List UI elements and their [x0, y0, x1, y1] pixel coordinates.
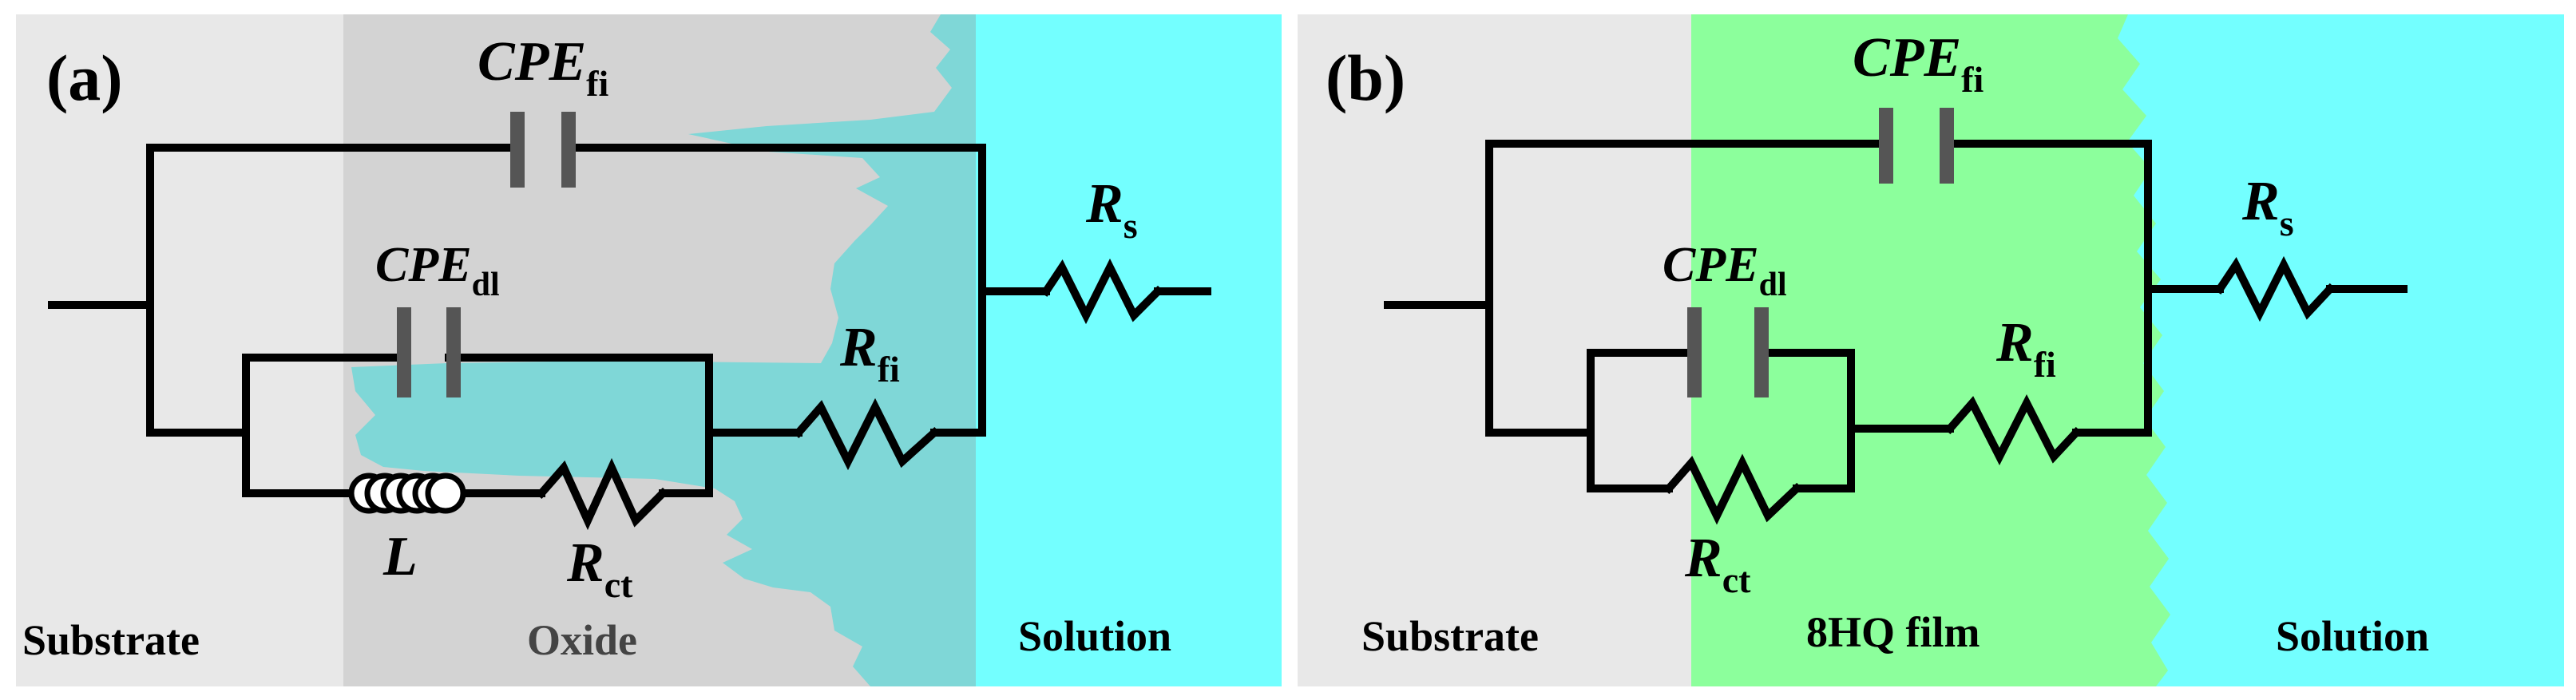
l-label: L [382, 526, 418, 587]
film-region [1691, 14, 2170, 686]
panel-a: (a) CPEfi CPEdl Rs Rfi Rct L Substrate O… [0, 0, 1282, 700]
substrate-label: Substrate [22, 616, 200, 664]
r-s-label-b: Rs [2241, 171, 2294, 243]
film-label: 8HQ film [1806, 608, 1980, 656]
r-s-resistor [1040, 258, 1164, 325]
r-ct-resistor-b [1663, 453, 1803, 525]
oxide-electrolyte-region [351, 14, 978, 686]
cpe-dl-label: CPEdl [375, 238, 500, 303]
panel-a-label: (a) [46, 42, 123, 114]
r-fi-resistor-b [1944, 394, 2083, 466]
inductor-coil [348, 473, 466, 514]
panel-b-label: (b) [1326, 42, 1405, 114]
input-lead-wire [48, 301, 250, 437]
r-ct-label: Rct [566, 532, 633, 605]
r-ct-label-b: Rct [1684, 528, 1751, 600]
substrate-region [16, 14, 345, 686]
substrate-label-b: Substrate [1361, 612, 1539, 660]
inner-loop-wire [242, 354, 713, 497]
r-s-resistor-b [2214, 255, 2336, 322]
cpe-fi-label-b: CPEfi [1853, 27, 1984, 100]
r-s-label: Rs [1085, 173, 1138, 246]
r-ct-resistor [535, 457, 669, 531]
r-fi-label: Rfi [839, 317, 900, 390]
r-fi-label-b: Rfi [1995, 312, 2056, 385]
cpe-dl-label-b: CPEdl [1663, 238, 1787, 303]
inner-loop-wire-b [1587, 349, 1855, 492]
solution-region [976, 14, 1282, 686]
r-fi-resistor [792, 397, 941, 471]
solution-label: Solution [1018, 612, 1171, 660]
cpe-fi-label: CPEfi [478, 31, 608, 104]
solution-label-b: Solution [2276, 612, 2429, 660]
panel-b: (b) CPEfi CPEdl Rs Rfi Rct Substrate 8HQ… [1298, 14, 2564, 686]
input-lead-wire-b [1384, 301, 1595, 437]
oxide-label: Oxide [527, 616, 637, 664]
